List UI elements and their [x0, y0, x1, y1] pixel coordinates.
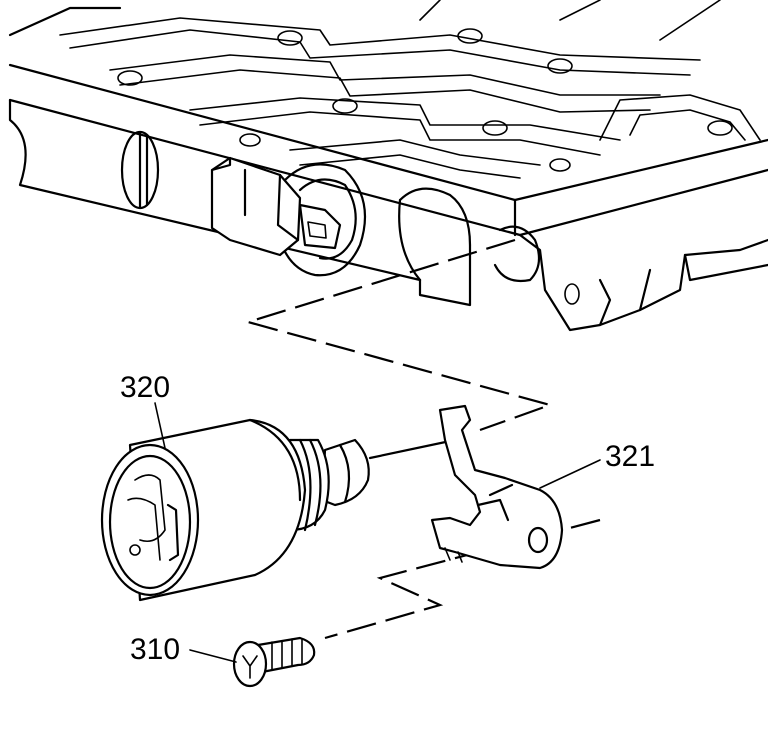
callout-label-321: 321: [605, 440, 655, 473]
retainer-clip: [430, 404, 564, 570]
callout-label-320: 320: [120, 371, 170, 404]
callout-320: 320: [120, 371, 170, 449]
shift-solenoid: [100, 418, 370, 602]
bolt: [232, 636, 316, 688]
callout-310: 310: [130, 633, 237, 666]
callout-321: 321: [539, 440, 655, 489]
valve-body: [8, 0, 768, 332]
callout-label-310: 310: [130, 633, 180, 666]
